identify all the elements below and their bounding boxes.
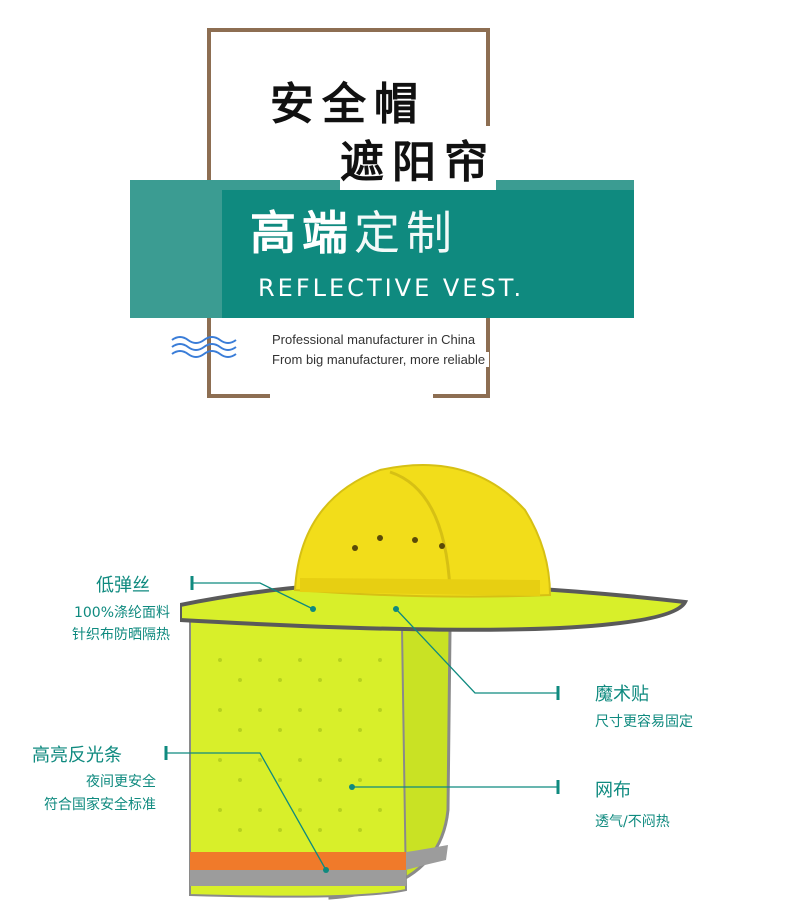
title-line1: 安全帽 <box>270 68 426 132</box>
feature-reflective-title: 高亮反光条 <box>32 745 122 766</box>
wave-icon <box>171 336 237 358</box>
feature-elastic-title: 低弹丝 <box>96 575 150 596</box>
feature-elastic-line1: 100%涤纶面料 <box>73 605 170 621</box>
frame-top-edge <box>207 28 490 32</box>
banner-band-dark <box>222 190 634 318</box>
feature-reflective-line2: 符合国家安全标准 <box>44 797 156 813</box>
banner-heading-bold: 高端 <box>250 206 354 260</box>
banner-heading-thin: 定制 <box>354 206 458 260</box>
feature-elastic-line2: 针织布防晒隔热 <box>72 627 170 643</box>
feature-mesh-title: 网布 <box>595 780 631 801</box>
tagline-2: From big manufacturer, more reliable <box>272 352 490 367</box>
title-line2: 遮阳帘 <box>340 126 496 190</box>
banner-subtitle: REFLECTIVE VEST. <box>258 274 525 302</box>
feature-reflective-line1: 夜间更安全 <box>86 774 156 790</box>
feature-mesh-line1: 透气/不闷热 <box>595 814 670 830</box>
feature-velcro-title: 魔术贴 <box>595 684 649 705</box>
frame-bottom-left-edge <box>207 394 270 398</box>
banner-heading: 高端定制 <box>250 197 458 263</box>
feature-velcro-line1: 尺寸更容易固定 <box>595 714 693 730</box>
tagline-1: Professional manufacturer in China <box>272 332 480 347</box>
frame-bottom-right-edge <box>433 394 490 398</box>
